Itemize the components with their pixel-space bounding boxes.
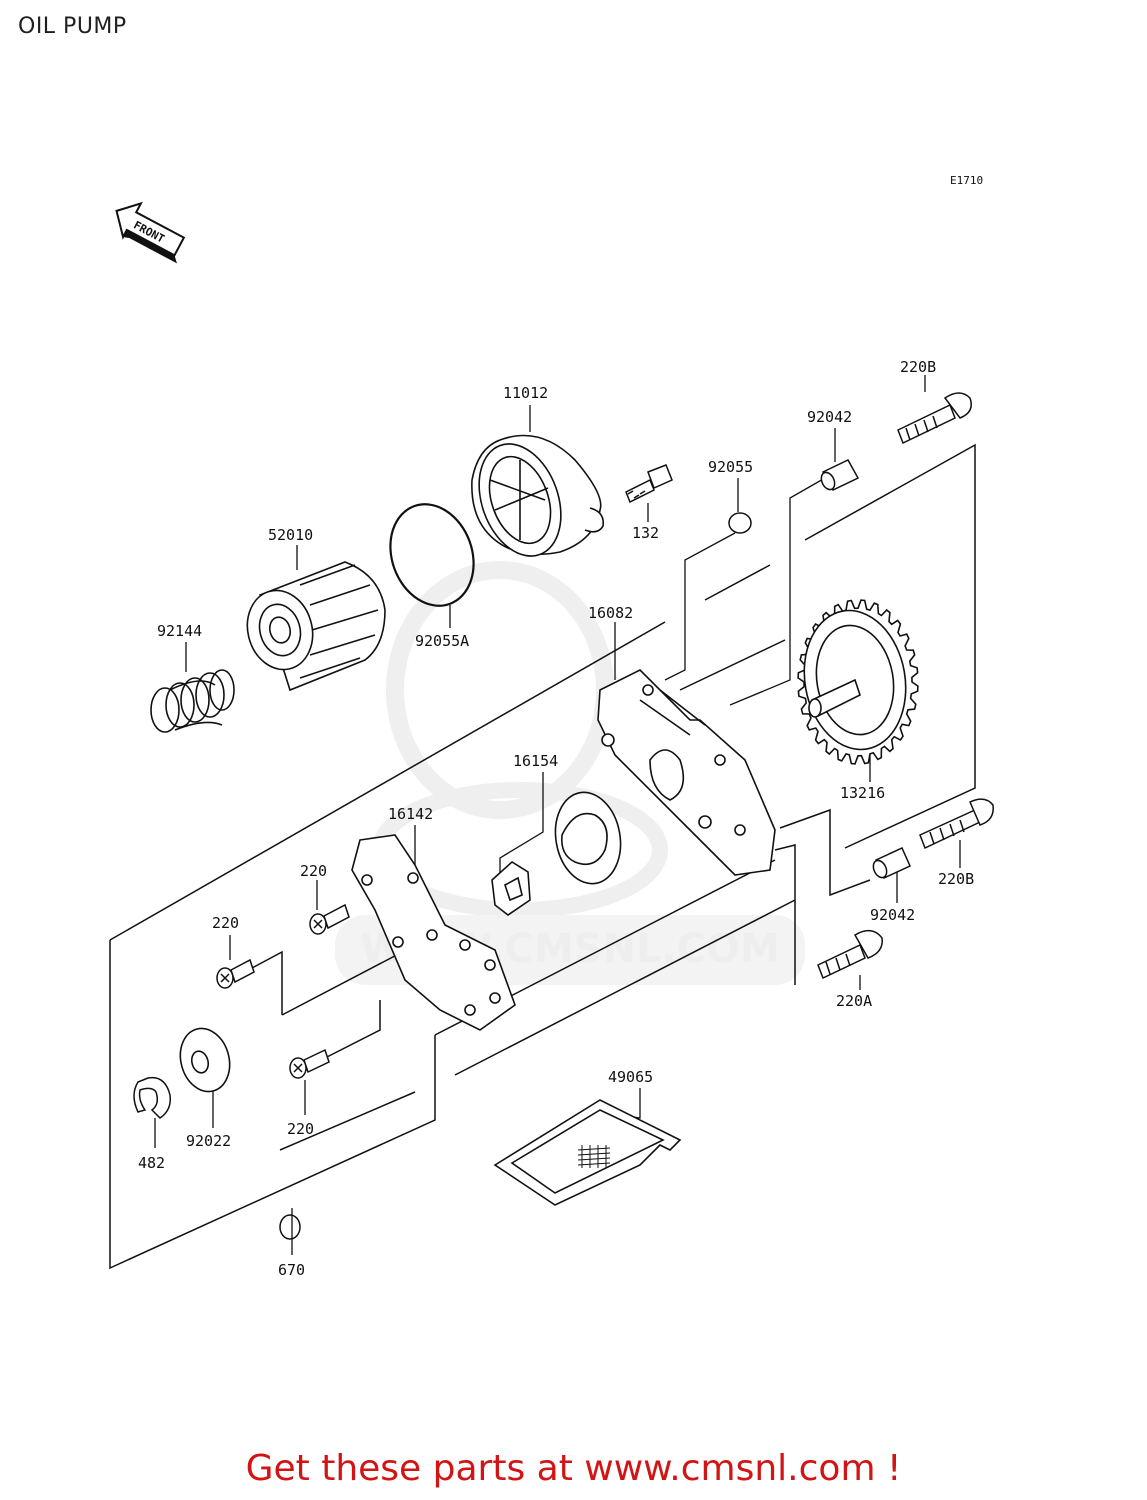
part-label-220-c: 220 bbox=[287, 1120, 314, 1138]
part-label-482: 482 bbox=[138, 1154, 165, 1172]
part-label-92055: 92055 bbox=[708, 458, 753, 476]
bolt-220b-bottom-part bbox=[919, 798, 994, 850]
part-callouts: 11012 52010 92055A 92144 132 92055 92042… bbox=[138, 358, 974, 1279]
bolt-220a-part bbox=[817, 929, 883, 980]
oil-filter-cover-part bbox=[471, 434, 605, 557]
part-label-220-b: 220 bbox=[212, 914, 239, 932]
part-label-92042-top: 92042 bbox=[807, 408, 852, 426]
o-ring-670-part bbox=[279, 1214, 301, 1240]
part-label-92144: 92144 bbox=[157, 622, 202, 640]
part-label-13216: 13216 bbox=[840, 784, 885, 802]
bolt-132-part bbox=[625, 464, 673, 504]
part-label-16154: 16154 bbox=[513, 752, 558, 770]
part-label-11012: 11012 bbox=[503, 384, 548, 402]
part-label-49065: 49065 bbox=[608, 1068, 653, 1086]
part-label-16082: 16082 bbox=[588, 604, 633, 622]
circlip-482-part bbox=[133, 1076, 172, 1119]
oil-filter-52010-part bbox=[246, 561, 386, 692]
part-label-52010: 52010 bbox=[268, 526, 313, 544]
part-label-16142: 16142 bbox=[388, 805, 433, 823]
part-label-92055a: 92055A bbox=[415, 632, 469, 650]
screw-220-a-part bbox=[309, 903, 350, 935]
part-label-670: 670 bbox=[278, 1261, 305, 1279]
gear-13216-part bbox=[797, 599, 919, 765]
part-label-92022: 92022 bbox=[186, 1132, 231, 1150]
dowel-92042-top-part bbox=[820, 459, 860, 491]
o-ring-92055a-part bbox=[389, 503, 475, 607]
spring-92144-part bbox=[150, 669, 235, 733]
diagram-code: E1710 bbox=[950, 174, 983, 187]
part-label-220b-top: 220B bbox=[900, 358, 936, 376]
page-title: OIL PUMP bbox=[18, 14, 127, 39]
front-arrow-icon: FRONT bbox=[115, 201, 186, 264]
washer-92022-part bbox=[179, 1027, 231, 1093]
oil-screen-49065-part bbox=[493, 1099, 682, 1206]
screw-220-b-part bbox=[216, 958, 255, 989]
part-label-220a: 220A bbox=[836, 992, 872, 1010]
rotor-16154-part bbox=[491, 791, 622, 916]
leader-lines bbox=[154, 375, 961, 1255]
part-label-220b-bottom: 220B bbox=[938, 870, 974, 888]
pump-body-16082-part bbox=[597, 669, 776, 876]
bolt-220b-top-part bbox=[897, 392, 972, 445]
cover-plate-16142-part bbox=[351, 834, 516, 1031]
footer-link[interactable]: Get these parts at www.cmsnl.com ! bbox=[245, 1448, 902, 1489]
part-label-132: 132 bbox=[632, 524, 659, 542]
o-ring-92055-part bbox=[728, 512, 752, 534]
part-label-92042-bottom: 92042 bbox=[870, 906, 915, 924]
assembly-frame bbox=[109, 443, 976, 1270]
screw-220-c-part bbox=[289, 1048, 330, 1079]
dowel-92042-bottom-part bbox=[872, 847, 911, 879]
part-label-220-a: 220 bbox=[300, 862, 327, 880]
